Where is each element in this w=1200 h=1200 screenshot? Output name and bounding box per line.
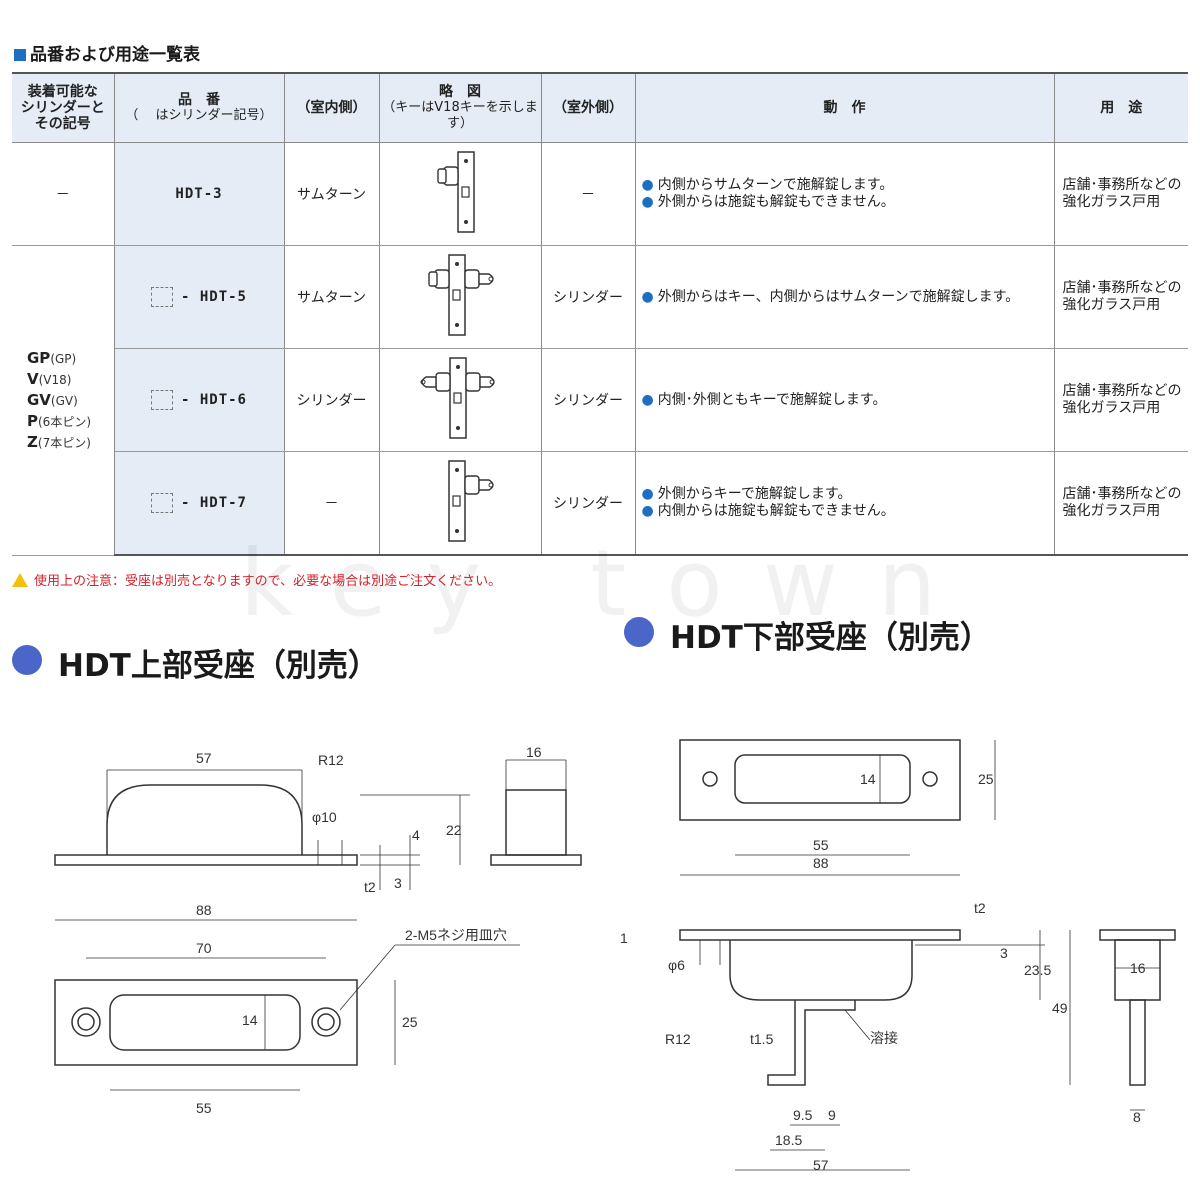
action-cell: ●内側･外側ともキーで施解錠します。	[634, 348, 1055, 452]
dim-label: 88	[196, 902, 212, 918]
dim-label: 55	[813, 837, 829, 853]
code-cell: - HDT-7	[114, 451, 285, 556]
outside-cell: シリンダー	[540, 451, 636, 556]
cylinder-cell: －	[12, 142, 115, 246]
code-cell: - HDT-6	[114, 348, 285, 452]
use-cell: 店舗･事務所などの強化ガラス戸用	[1053, 245, 1188, 349]
dim-label: 25	[978, 771, 994, 787]
table-row: － HDT-3 サムターン － ●内側からサムターンで施解錠します。 ●外側から…	[12, 142, 1188, 246]
upper-side-view	[54, 769, 470, 890]
dim-label: 14	[860, 771, 876, 787]
table-header-row: 装着可能なシリンダーとその記号 品 番（ はシリンダー記号） （室内側） 略 図…	[12, 72, 1188, 143]
table-row: - HDT-7 － シリンダー ●外側からキーで施解錠します。 ●内側からは施錠…	[12, 451, 1188, 556]
square-bullet-icon	[14, 49, 26, 61]
header-use: 用 途	[1053, 72, 1188, 143]
dim-label: 23.5	[1024, 962, 1051, 978]
dim-label: 49	[1052, 1000, 1068, 1016]
dim-label: 溶接	[870, 1030, 898, 1046]
use-cell: 店舗･事務所などの強化ガラス戸用	[1053, 142, 1188, 246]
lower-receiver-heading: HDT下部受座（別売）	[624, 612, 991, 657]
action-cell: ●内側からサムターンで施解錠します。 ●外側からは施錠も解錠もできません。	[634, 142, 1055, 246]
dimension-labels: 57 R12 16 φ10 4 22 t2 3 88 70 2-M5ネジ用皿穴 …	[196, 744, 1146, 1173]
dim-label: 9.5	[793, 1107, 813, 1123]
lock-diagram	[378, 451, 542, 556]
dim-label: 8	[1133, 1109, 1141, 1125]
outside-cell: －	[540, 142, 636, 246]
dim-label: 55	[196, 1100, 212, 1116]
upper-top-view	[54, 919, 520, 1091]
lock-hdt6-diagram-icon	[420, 357, 495, 439]
lock-hdt5-diagram-icon	[428, 254, 494, 336]
cylinder-symbol-box	[150, 287, 173, 307]
dim-label: R12	[665, 1031, 691, 1047]
lock-hdt7-diagram-icon	[448, 460, 494, 542]
table-row: - HDT-6 シリンダー シリンダー ●内側･外側ともキーで施解錠します。	[12, 348, 1188, 452]
header-code: 品 番（ はシリンダー記号）	[113, 72, 285, 143]
header-diagram: 略 図（キーはV18キーを示します）	[378, 72, 542, 143]
dim-label: 16	[526, 744, 542, 760]
cylinder-symbol-box	[150, 390, 173, 410]
dim-label: 3	[394, 875, 402, 891]
dim-label: 22	[446, 822, 462, 838]
upper-end-view	[490, 759, 582, 866]
dim-label: 57	[196, 750, 212, 766]
warning-icon	[12, 573, 28, 587]
cylinder-symbol-box	[150, 493, 173, 513]
lock-diagram	[378, 142, 542, 246]
dim-label: 9	[828, 1107, 836, 1123]
upper-receiver-heading: HDT上部受座（別売）	[12, 640, 379, 685]
header-action: 動 作	[634, 72, 1055, 143]
header-inside: （室内側）	[283, 72, 380, 143]
dim-label: 88	[813, 855, 829, 871]
lock-hdt3-diagram-icon	[437, 151, 475, 233]
dim-label: 14	[242, 1012, 258, 1028]
watermark: key town	[240, 530, 977, 637]
dim-label: φ6	[668, 957, 685, 973]
use-cell: 店舗･事務所などの強化ガラス戸用	[1053, 451, 1188, 556]
dim-label: 2-M5ネジ用皿穴	[405, 927, 507, 943]
table-row: GP(GP) V(V18) GV(GV) P(6本ピン) Z(7本ピン) - H…	[12, 245, 1188, 556]
circle-bullet-icon	[624, 617, 654, 647]
action-cell: ●外側からはキー、内側からはサムターンで施解錠します。	[634, 245, 1055, 349]
use-cell: 店舗･事務所などの強化ガラス戸用	[1053, 348, 1188, 452]
inside-cell: サムターン	[283, 142, 380, 246]
inside-cell: シリンダー	[283, 348, 380, 452]
section-title: 品番および用途一覧表	[14, 40, 200, 65]
code-cell: - HDT-5	[113, 245, 285, 349]
dim-label: t1.5	[750, 1031, 774, 1047]
lower-end-view	[1099, 929, 1176, 1111]
dim-label: 57	[813, 1157, 829, 1173]
product-table: 装着可能なシリンダーとその記号 品 番（ はシリンダー記号） （室内側） 略 図…	[12, 72, 1188, 556]
dim-label: 18.5	[775, 1132, 802, 1148]
dim-label: 70	[196, 940, 212, 956]
inside-cell: －	[283, 451, 380, 556]
lower-side-view	[679, 929, 1071, 1171]
dim-label: 25	[402, 1014, 418, 1030]
caution-note: 使用上の注意：受座は別売となりますので、必要な場合は別途ご注文ください。	[12, 570, 501, 589]
dim-label: φ10	[312, 809, 337, 825]
dim-label: R12	[318, 752, 344, 768]
dim-label: t2	[364, 879, 376, 895]
outside-cell: シリンダー	[540, 348, 636, 452]
cylinder-list-cell: GP(GP) V(V18) GV(GV) P(6本ピン) Z(7本ピン)	[12, 245, 115, 556]
inside-cell: サムターン	[283, 245, 380, 349]
header-outside: （室外側）	[540, 72, 636, 143]
dim-label: 16	[1130, 960, 1146, 976]
dim-label: 4	[412, 827, 420, 843]
dim-label: t2	[974, 900, 986, 916]
dim-label: 3	[1000, 945, 1008, 961]
lock-diagram	[378, 245, 542, 349]
technical-drawings: 57 R12 16 φ10 4 22 t2 3 88 70 2-M5ネジ用皿穴 …	[54, 739, 1176, 1173]
dim-label: 1	[620, 930, 628, 946]
lower-top-view	[679, 739, 996, 876]
action-cell: ●外側からキーで施解錠します。 ●内側からは施錠も解錠もできません。	[634, 451, 1055, 556]
header-cylinder: 装着可能なシリンダーとその記号	[12, 72, 115, 143]
circle-bullet-icon	[12, 645, 42, 675]
lock-diagram	[378, 348, 542, 452]
code-cell: HDT-3	[113, 142, 285, 246]
outside-cell: シリンダー	[540, 245, 636, 349]
